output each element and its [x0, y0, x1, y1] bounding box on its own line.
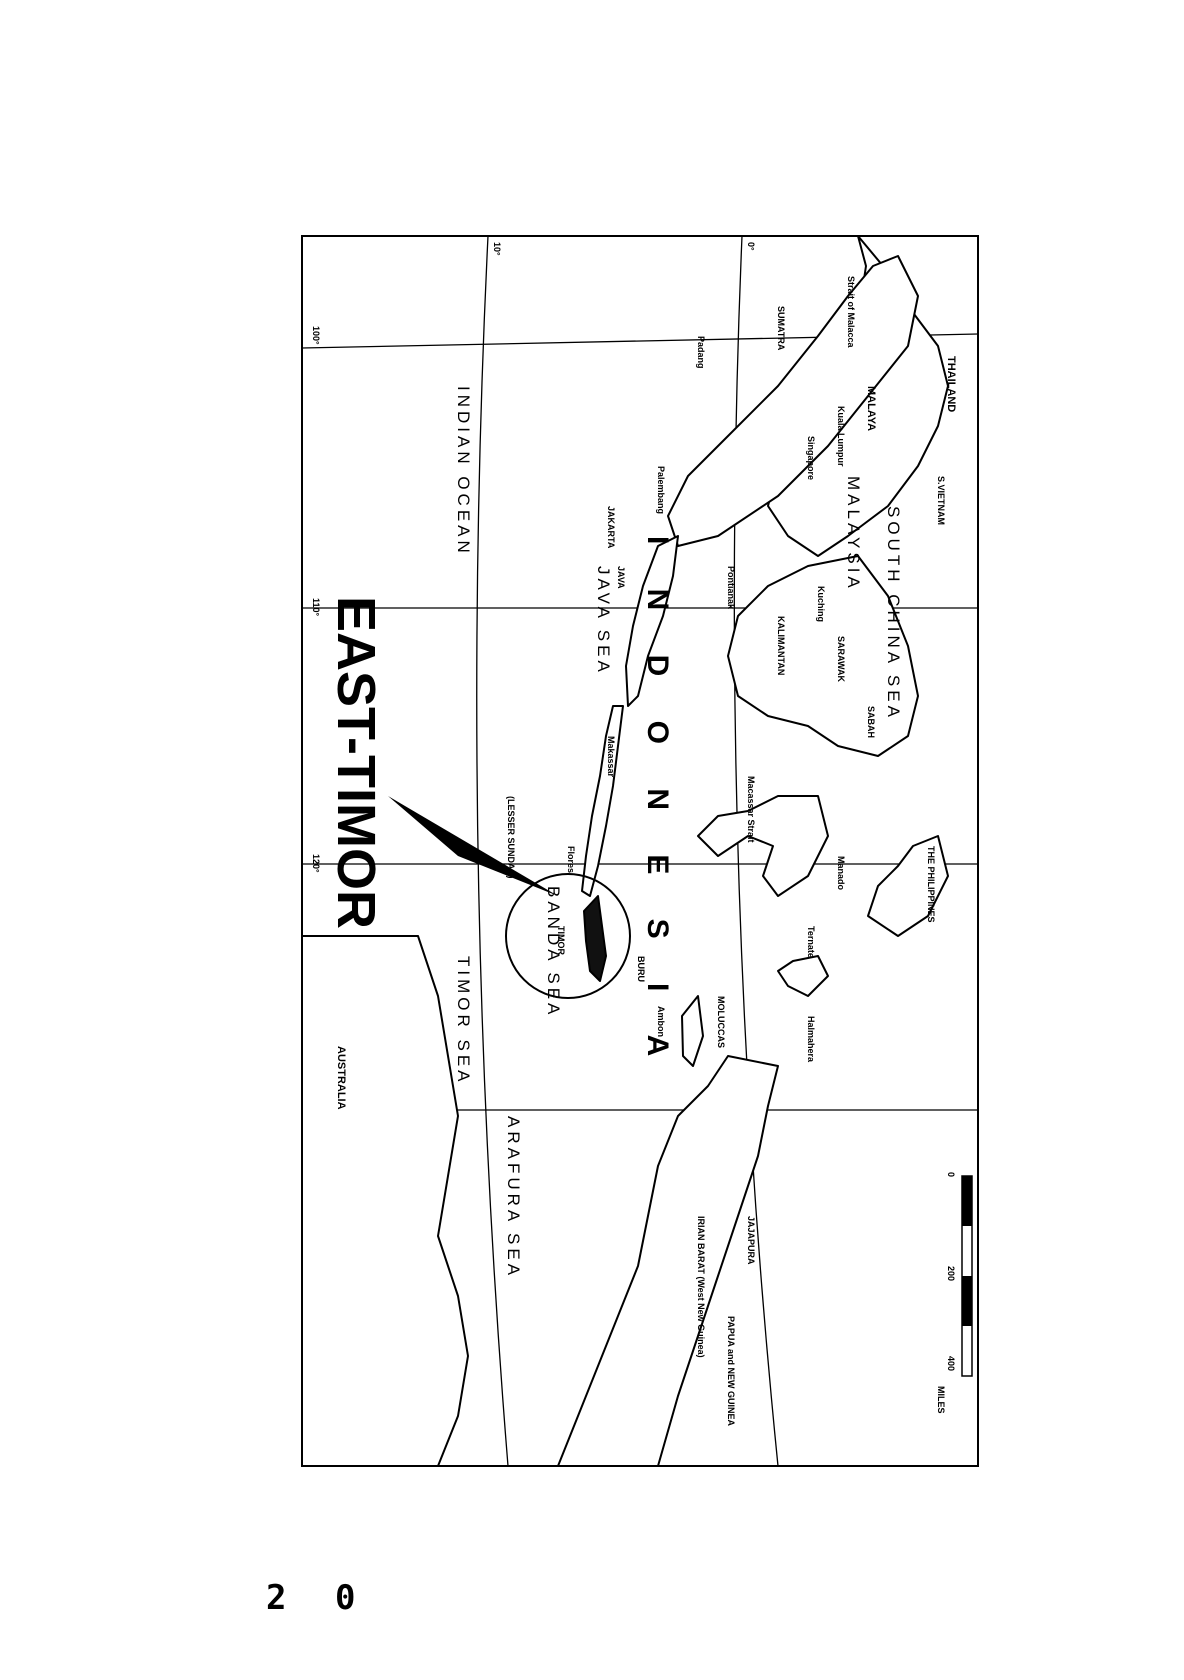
sulawesi-island — [697, 795, 829, 897]
label-australia: AUSTRALIA — [335, 1046, 347, 1110]
latitude-label-10: 10° — [492, 242, 502, 256]
city-manado: Manado — [836, 856, 846, 891]
label-irian-barat: IRIAN BARAT (West New Guinea) — [696, 1216, 706, 1358]
sea-indian-ocean: INDIAN OCEAN — [454, 386, 473, 557]
city-flores: Flores — [566, 846, 576, 873]
scale-tick-0: 0 — [946, 1172, 956, 1177]
city-singapore: Singapore — [806, 436, 816, 480]
label-south-vietnam: S.VIETNAM — [936, 476, 946, 525]
longitude-label-120: 120° — [311, 854, 321, 873]
philippines-islands — [867, 835, 949, 937]
city-makassar: Makassar — [606, 736, 616, 778]
map-title: EAST-TIMOR — [326, 596, 386, 929]
scale-tick-200: 200 — [946, 1266, 956, 1281]
label-lesser-sundas: (LESSER SUNDAS) — [506, 796, 516, 879]
label-malaysia: MALAYSIA — [844, 476, 863, 592]
country-label-indonesia: I N D O N E S I A — [641, 536, 674, 1074]
label-sumatra: SUMATRA — [776, 306, 786, 351]
sea-banda: BANDA SEA — [544, 886, 563, 1018]
sumatra-island — [667, 255, 919, 547]
east-timor-highlight-circle — [505, 873, 631, 999]
java-island — [625, 535, 679, 707]
label-papua-new-guinea: PAPUA and NEW GUINEA — [726, 1316, 736, 1427]
city-macassar-strait: Macassar Strait — [746, 776, 756, 843]
label-sabah: SABAH — [866, 706, 876, 738]
city-kuala-lumpur: Kuala Lumpur — [836, 406, 846, 467]
sea-timor: TIMOR SEA — [454, 956, 473, 1086]
scale-bar: 0 200 400 MILES — [936, 1172, 973, 1414]
latitude-line-0 — [733, 235, 779, 1467]
label-moluccas: MOLUCCAS — [716, 996, 726, 1048]
city-jayapura: JAJAPURA — [746, 1216, 756, 1265]
city-ternate: Ternate — [806, 926, 816, 958]
label-thailand: THAILAND — [945, 356, 957, 412]
city-ambon: Ambon — [656, 1006, 666, 1037]
city-pontianak: Pontianak — [726, 566, 736, 610]
scale-tick-400: 400 — [946, 1356, 956, 1371]
longitude-label-100: 100° — [311, 326, 321, 345]
city-timor: TIMOR — [556, 926, 566, 955]
timor-island — [583, 895, 607, 982]
rotated-map: EAST-TIMOR I N D O N E S I A INDIAN OCEA… — [301, 235, 979, 1467]
city-padang: Padang — [696, 336, 706, 369]
halmahera-island — [777, 955, 829, 997]
lesser-sunda-islands — [581, 705, 624, 897]
city-halmahera: Halmahera — [806, 1016, 816, 1063]
arrow-pointer — [388, 796, 558, 896]
scale-unit: MILES — [936, 1386, 946, 1414]
new-guinea-island — [557, 1055, 779, 1467]
city-strait-of-malacca: Strait of Malacca — [846, 276, 856, 349]
label-java: JAVA — [616, 566, 626, 589]
longitude-label-110: 110° — [311, 598, 321, 617]
city-palembang: Palembang — [656, 466, 666, 514]
seram-island — [681, 995, 704, 1067]
sea-java: JAVA SEA — [594, 566, 613, 676]
city-jakarta: JAKARTA — [606, 506, 616, 549]
sea-south-china: SOUTH CHINA SEA — [884, 506, 903, 721]
borneo-island — [727, 555, 919, 757]
label-sarawak: SARAWAK — [836, 636, 846, 683]
city-kuching: Kuching — [816, 586, 826, 622]
page-number: 2 0 — [266, 1578, 370, 1618]
australia-landmass — [301, 935, 469, 1467]
latitude-label-0: 0° — [746, 242, 756, 251]
label-kalimantan: KALIMANTAN — [776, 616, 786, 675]
label-malaya: MALAYA — [865, 386, 877, 431]
city-buru: BURU — [636, 956, 646, 982]
label-philippines: THE PHILIPPINES — [926, 846, 936, 923]
sea-arafura: ARAFURA SEA — [504, 1116, 523, 1279]
